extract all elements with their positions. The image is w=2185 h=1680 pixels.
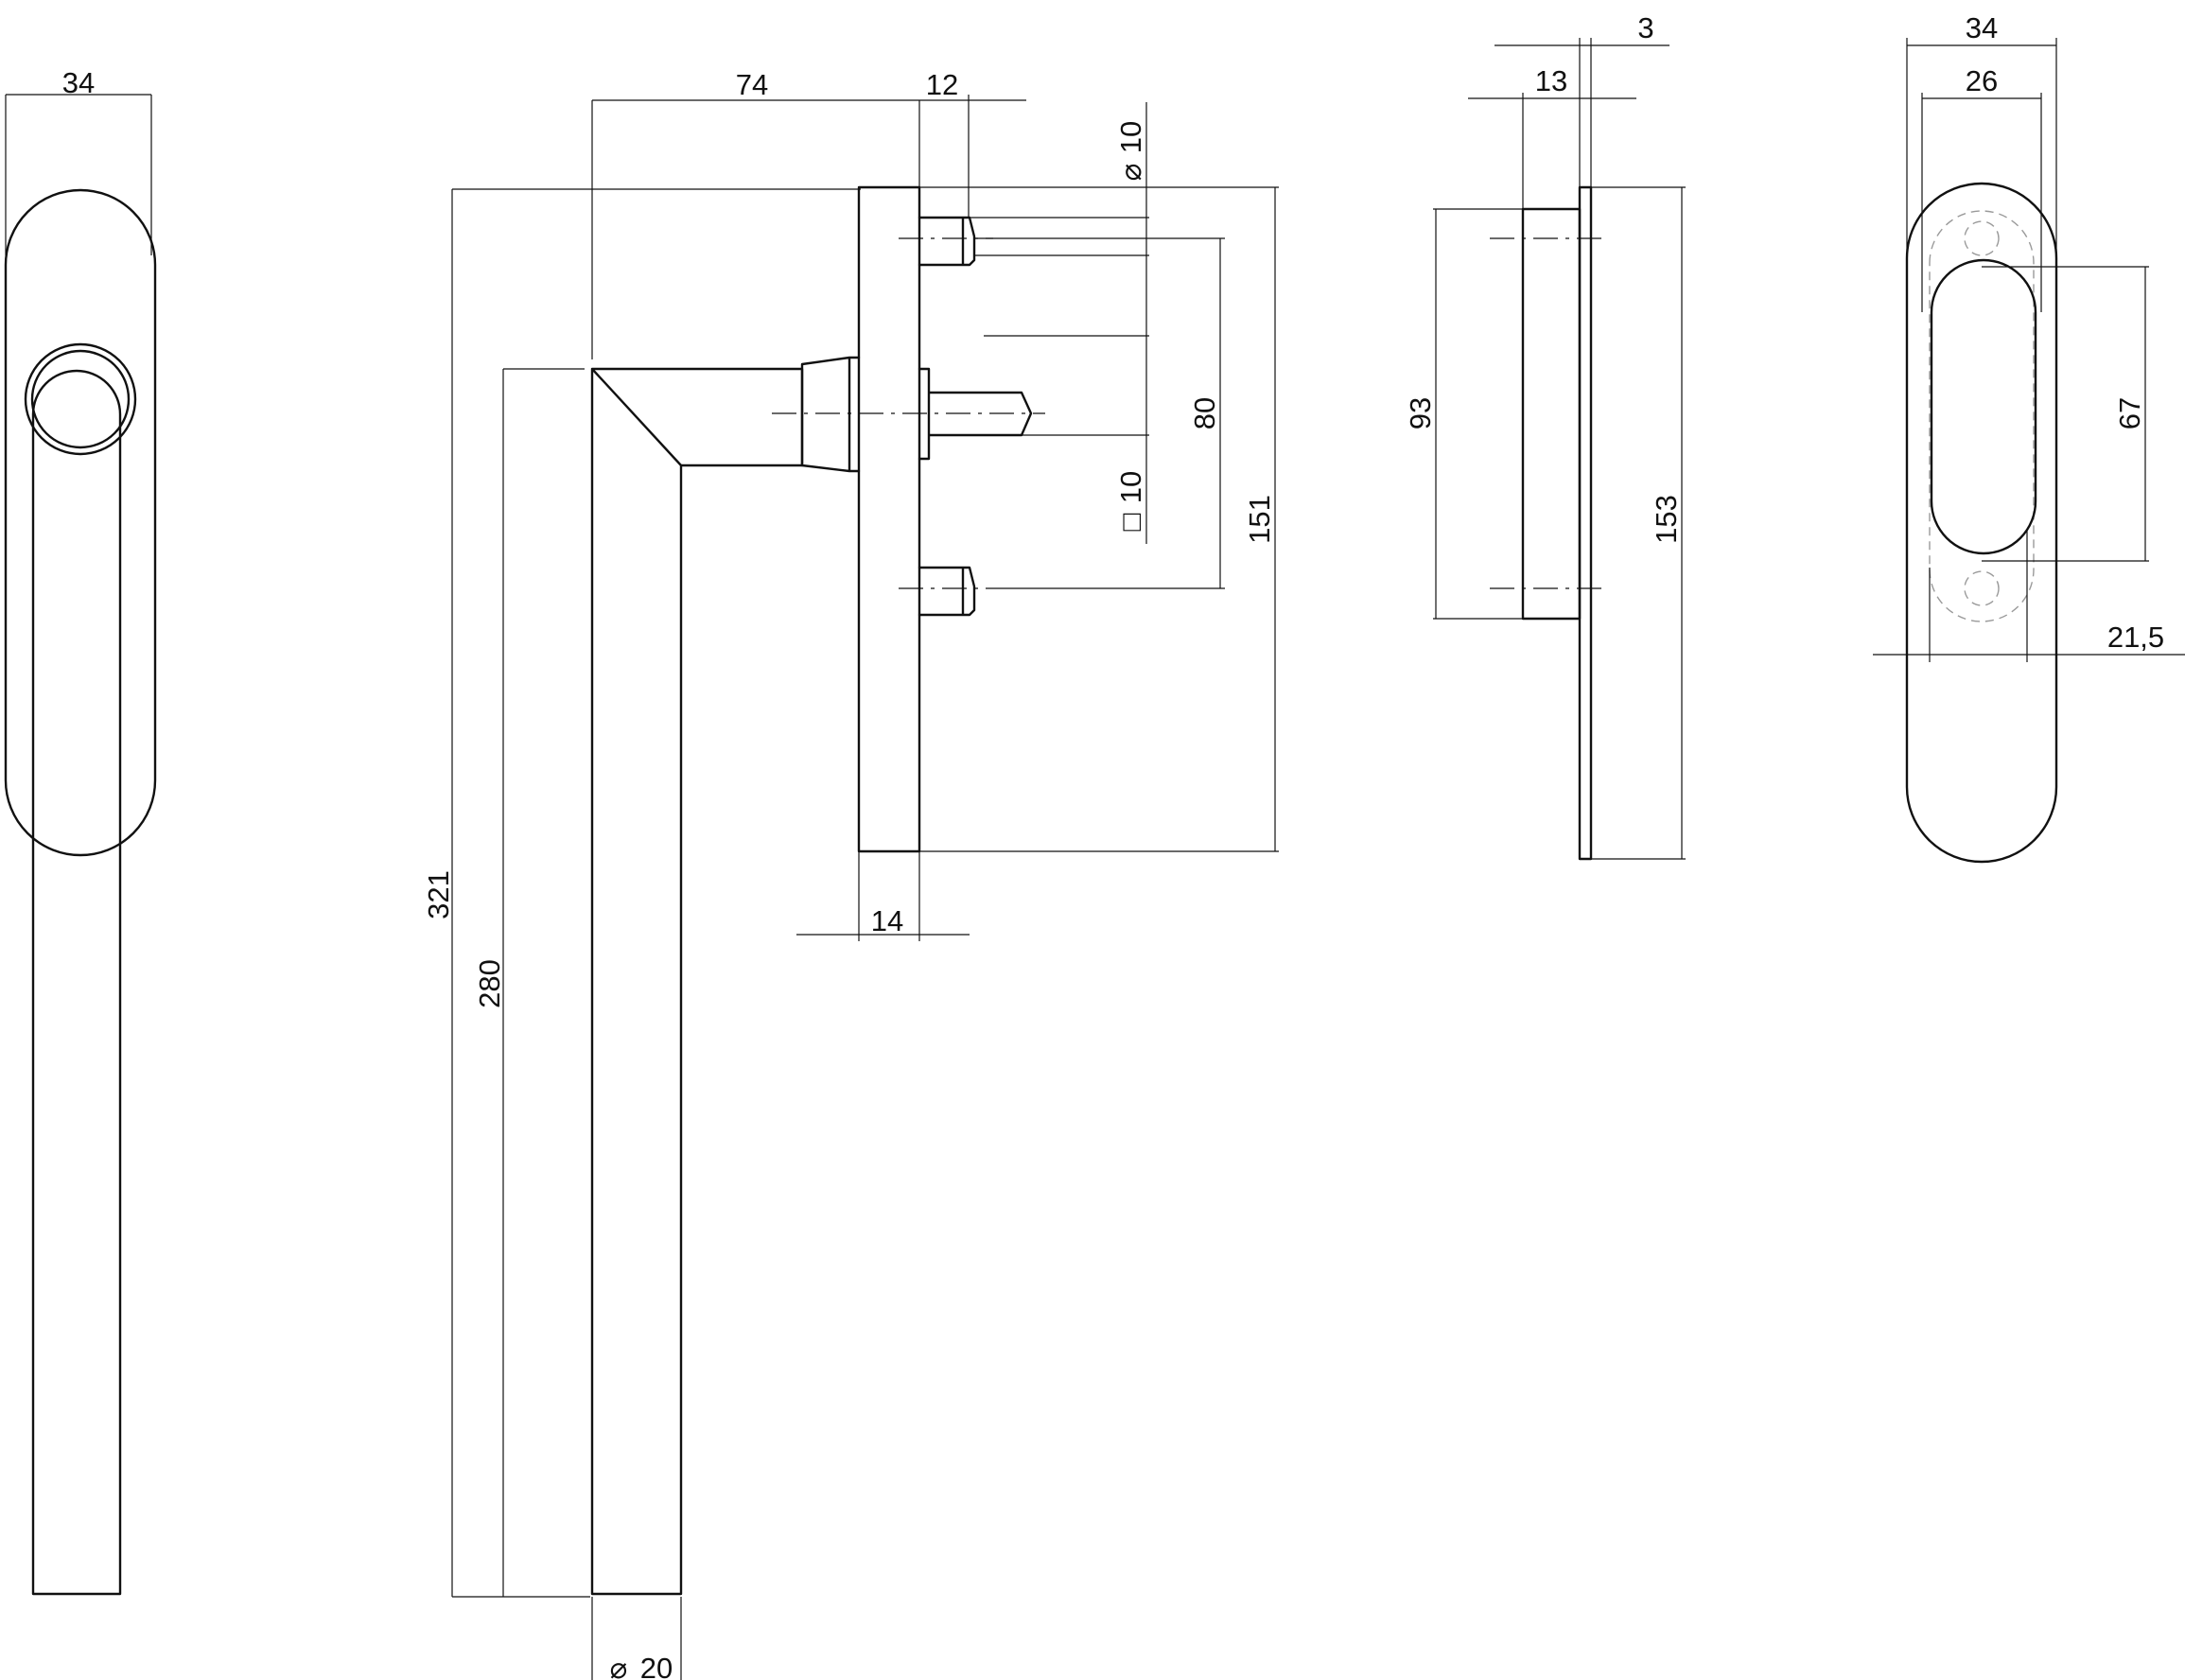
side-pin-bottom: [918, 566, 976, 617]
side-collar-outline: [800, 356, 861, 473]
side-dim-top: [591, 95, 1026, 359]
plate-back-hidden-hole-top: [1964, 220, 2000, 256]
plate-back-offset-label: 21,5: [2107, 621, 2164, 654]
side-view: 74 12 321 280 14 ⌀ 10 □ 10 80 151 ⌀ 20: [422, 68, 1279, 1680]
side-centerlines: [772, 237, 1045, 589]
plate-side-screw-span-label: 93: [1404, 397, 1437, 429]
side-dim-left: [451, 188, 861, 1598]
front-width-label: 34: [62, 66, 95, 99]
front-spindle-rose-outer: [24, 342, 137, 456]
plate-back-view: 34 26 67 21,5: [1873, 11, 2185, 864]
side-height-total-label: 321: [422, 870, 455, 919]
front-lever-outline: [31, 369, 122, 1596]
side-pin-top: [918, 216, 976, 267]
side-lever-outline: [590, 367, 804, 1596]
plate-side-depth-label: 13: [1535, 64, 1567, 97]
plate-side-view: 3 13 93 153: [1404, 11, 1686, 861]
plate-back-slot: [1930, 258, 2037, 555]
plate-back-outline: [1905, 182, 2058, 864]
plate-back-hidden-hole-bottom: [1964, 570, 2000, 606]
side-projection-label: 74: [736, 68, 768, 101]
front-spindle-rose-inner: [30, 349, 131, 449]
side-pin-diameter-symbol: ⌀: [1114, 164, 1147, 182]
plate-back-width-label: 34: [1966, 11, 1998, 44]
plate-back-inner-width-label: 26: [1966, 64, 1998, 97]
side-pin-diameter-label: 10: [1114, 121, 1147, 153]
side-bar-diameter-label: 20: [640, 1652, 673, 1680]
side-dim-bottom: [591, 851, 970, 1680]
plate-side-outline: [1578, 185, 1593, 861]
plate-side-centerlines: [1490, 237, 1608, 589]
plate-back-dimensions: [1873, 38, 2185, 662]
plate-back-slot-length-label: 67: [2113, 397, 2146, 429]
plate-side-insert: [1521, 207, 1582, 621]
plate-back-hidden-insert: [1929, 210, 2035, 622]
side-plate-height-label: 151: [1243, 495, 1276, 544]
side-plate-depth-label: 14: [871, 904, 903, 937]
side-spindle-square-label: 10: [1114, 471, 1147, 503]
front-rose-outline: [4, 188, 157, 857]
plate-side-height-label: 153: [1650, 495, 1683, 544]
side-offset-label: 12: [926, 68, 958, 101]
side-spindle-square-symbol: □: [1114, 513, 1147, 531]
side-screw-spacing-label: 80: [1188, 397, 1221, 429]
side-bar-diameter-symbol: ⌀: [610, 1652, 628, 1680]
side-dim-right: [919, 102, 1279, 852]
plate-side-thickness-label: 3: [1637, 11, 1653, 44]
front-width-dimension: [5, 94, 152, 255]
side-lever-length-label: 280: [473, 959, 506, 1008]
plate-side-dimensions: [1433, 38, 1686, 860]
side-backplate: [857, 185, 921, 853]
front-view: 34: [4, 66, 157, 1596]
